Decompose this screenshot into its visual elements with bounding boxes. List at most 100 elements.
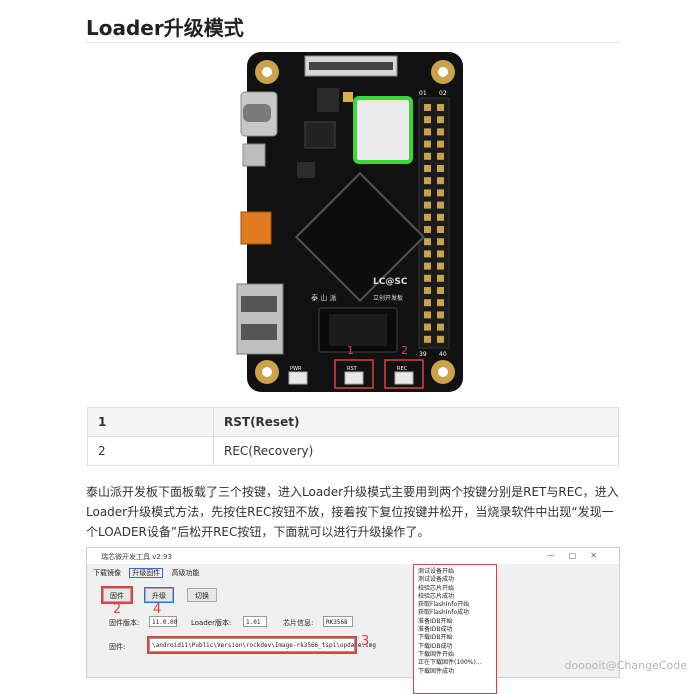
- annotation-2: 2: [113, 602, 122, 617]
- pin-header: [418, 97, 450, 349]
- header-pin: [437, 226, 444, 233]
- tab-download-image[interactable]: 下载镜像: [93, 569, 121, 577]
- header-pin: [437, 274, 444, 282]
- header-pin: [437, 250, 444, 258]
- header-pin: [424, 250, 431, 258]
- log-line: 下载固件成功: [418, 667, 455, 675]
- header-pin: [437, 262, 444, 270]
- header-pin: [424, 116, 431, 124]
- tool-window-title: 瑞芯微开发工具 v2.93: [101, 553, 172, 561]
- log-line: 下载固件开始: [418, 650, 455, 658]
- tab-advanced[interactable]: 高级功能: [171, 569, 200, 577]
- log-line: 正在下载固件(100%)...: [418, 659, 482, 667]
- table-cell: 2: [87, 436, 214, 466]
- header-pin: [437, 299, 444, 307]
- svg-text:2: 2: [401, 344, 408, 357]
- log-line: 准备IDB开始: [418, 617, 453, 625]
- log-panel: 测试设备开始 测试设备成功 校验芯片开始 校验芯片成功 获取FlashInfo开…: [413, 564, 497, 694]
- header-pin: [424, 152, 431, 160]
- svg-text:40: 40: [439, 351, 447, 358]
- pwr-button: PWR: [288, 366, 308, 385]
- annotation-3: 3: [361, 634, 370, 649]
- header-pin: [424, 238, 431, 246]
- fw-version-field: 11.0.00: [149, 616, 177, 627]
- table-cell: REC(Recovery): [213, 436, 619, 466]
- soc-chip: [294, 171, 426, 303]
- loader-version-label: Loader版本:: [191, 619, 232, 627]
- watermark: dooooit@ChangeCode: [564, 659, 687, 672]
- log-line: 获取FlashInfo开始: [418, 601, 470, 609]
- table-row: 2 REC(Recovery): [87, 436, 619, 466]
- header-pin: [424, 104, 431, 111]
- loader-version-field: 1.01: [243, 616, 267, 627]
- instruction-paragraph: 泰山派开发板下面板载了三个按键，进入Loader升级模式主要用到两个按键分别是R…: [86, 485, 619, 539]
- header-pin: [424, 177, 431, 185]
- tool-titlebar: 瑞芯微开发工具 v2.93 —□✕: [87, 548, 619, 564]
- log-line: 校验芯片成功: [418, 592, 455, 600]
- header-pin: [437, 177, 444, 185]
- header-pin: [437, 201, 444, 209]
- button-table: 1 RST(Reset) 2 REC(Recovery): [87, 407, 619, 466]
- header-pin: [437, 152, 444, 160]
- title-divider: [86, 42, 620, 43]
- header-pin: [424, 299, 431, 307]
- svg-text:RST: RST: [347, 366, 358, 372]
- svg-text:PWR: PWR: [290, 366, 302, 372]
- rst-button: RST 1: [334, 344, 374, 389]
- chip-label: 芯片信息:: [283, 619, 314, 627]
- table-cell: RST(Reset): [213, 407, 619, 437]
- annotation-4: 4: [153, 602, 162, 617]
- table-cell: 1: [87, 407, 214, 437]
- header-pin: [424, 335, 431, 343]
- svg-text:02: 02: [439, 90, 447, 97]
- upgrade-button[interactable]: 升级: [144, 587, 174, 603]
- header-pin: [437, 165, 444, 172]
- header-pin: [424, 274, 431, 282]
- header-pin: [437, 238, 444, 246]
- brand-label: LC@SC: [373, 277, 408, 287]
- orange-connector: [240, 211, 272, 245]
- header-pin: [424, 140, 431, 148]
- page-title: Loader升级模式: [86, 16, 244, 40]
- micro-usb: [242, 143, 266, 167]
- svg-text:01: 01: [419, 90, 427, 97]
- flash-tool-screenshot: 瑞芯微开发工具 v2.93 —□✕ 下载镜像 升级固件 高级功能 固件 升级 切…: [86, 547, 620, 694]
- log-line: 下载IDB开始: [418, 634, 453, 642]
- firmware-path-field[interactable]: \android11\Public\Version\rockdev\Image-…: [147, 636, 376, 654]
- header-pin: [424, 165, 431, 172]
- wifi-module: [353, 96, 413, 164]
- window-controls: —□✕: [546, 551, 611, 560]
- firmware-button[interactable]: 固件: [101, 586, 133, 604]
- header-pin: [424, 262, 431, 270]
- header-pin: [437, 140, 444, 148]
- chip-field: RK3568: [323, 616, 353, 627]
- log-line: 测试设备成功: [418, 576, 455, 584]
- tool-tabs: 下载镜像 升级固件 高级功能: [93, 568, 205, 578]
- header-pin: [424, 226, 431, 233]
- log-line: 校验芯片开始: [418, 584, 455, 592]
- brand-sub-label: 立创开发板: [373, 294, 403, 302]
- header-pin: [424, 213, 431, 221]
- header-pin: [424, 189, 431, 197]
- header-pin: [437, 323, 444, 331]
- switch-button[interactable]: 切换: [187, 588, 217, 602]
- board-photo: 泰 山 派 LC@SC 立创开发板 01 02 39 40 PWR RST 1 …: [236, 52, 463, 392]
- table-row: 1 RST(Reset): [87, 407, 619, 437]
- header-pin: [424, 323, 431, 331]
- header-pin: [437, 311, 444, 319]
- svg-text:REC: REC: [397, 366, 408, 372]
- board-logo-text: 泰 山 派: [311, 293, 336, 302]
- rec-button: REC 2: [384, 344, 424, 389]
- log-line: 下载IDB成功: [418, 642, 453, 650]
- header-pin: [424, 201, 431, 209]
- header-pin: [437, 335, 444, 343]
- header-pin: [437, 128, 444, 136]
- header-pin: [437, 287, 444, 294]
- header-pin: [437, 189, 444, 197]
- header-pin: [437, 104, 444, 111]
- header-pin: [437, 213, 444, 221]
- tab-upgrade-firmware[interactable]: 升级固件: [129, 568, 164, 578]
- header-pin: [424, 128, 431, 136]
- header-pin: [424, 287, 431, 294]
- fw-version-label: 固件版本:: [109, 619, 140, 627]
